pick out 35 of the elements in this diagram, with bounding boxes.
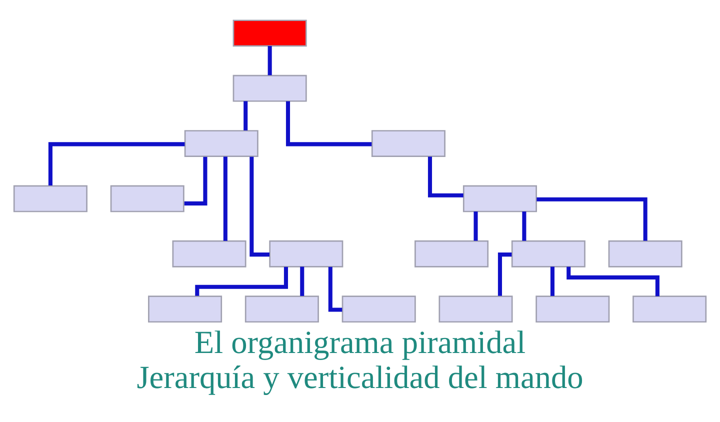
connector <box>244 100 248 130</box>
node-box <box>511 240 586 267</box>
node-box <box>632 295 707 322</box>
node-box <box>438 295 513 322</box>
node-box <box>536 295 610 322</box>
connector <box>428 156 464 197</box>
node-box <box>269 240 344 267</box>
connector <box>498 252 512 296</box>
node-box <box>110 184 184 212</box>
connector <box>268 45 272 75</box>
connector <box>474 211 478 240</box>
connector <box>223 156 228 240</box>
connector <box>522 211 526 240</box>
connector <box>250 156 270 256</box>
connector <box>328 266 342 312</box>
node-box <box>184 130 258 156</box>
connector <box>300 266 304 296</box>
node-box <box>371 130 446 156</box>
connector <box>536 196 648 240</box>
node-box <box>232 74 307 102</box>
diagram-title: El organigrama piramidal <box>194 324 526 360</box>
node-box <box>414 240 489 267</box>
connector <box>48 142 185 186</box>
node-box <box>462 184 537 212</box>
node-box <box>342 295 416 322</box>
connector <box>550 266 554 296</box>
node-box <box>608 240 682 267</box>
node-box <box>232 19 307 46</box>
caption: Jerarquía y verticalidad del mando <box>136 358 584 395</box>
node-box <box>148 295 222 322</box>
node-box <box>244 295 319 322</box>
node-box <box>172 240 246 267</box>
node-box <box>13 184 88 212</box>
connector <box>195 266 288 296</box>
connector <box>286 100 372 146</box>
